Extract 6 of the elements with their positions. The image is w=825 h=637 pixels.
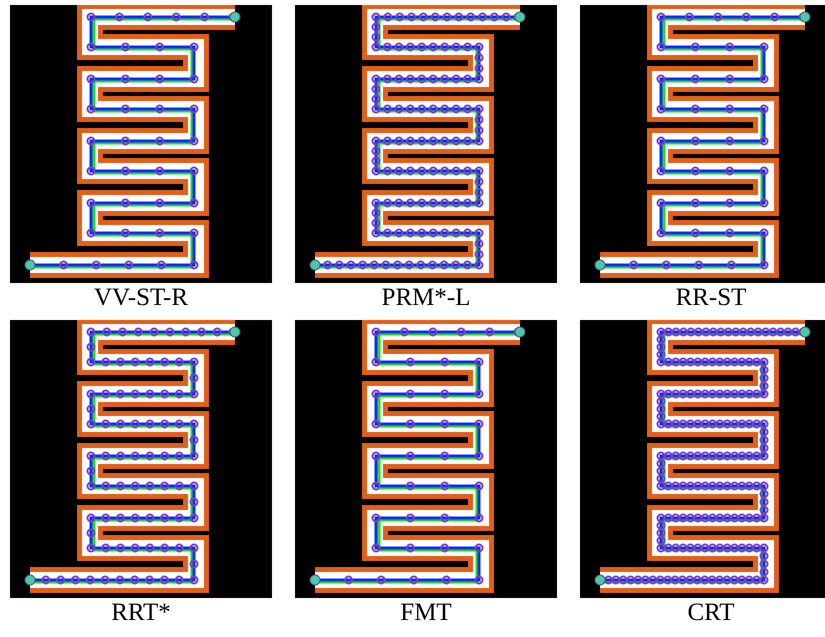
panel-caption: PRM*-L (382, 284, 470, 312)
panel-caption: RR-ST (676, 284, 746, 312)
panel-caption: RRT* (111, 599, 171, 627)
panel-caption: VV-ST-R (94, 284, 188, 312)
panel-caption: FMT (400, 599, 452, 627)
panel-caption: CRT (687, 599, 735, 627)
